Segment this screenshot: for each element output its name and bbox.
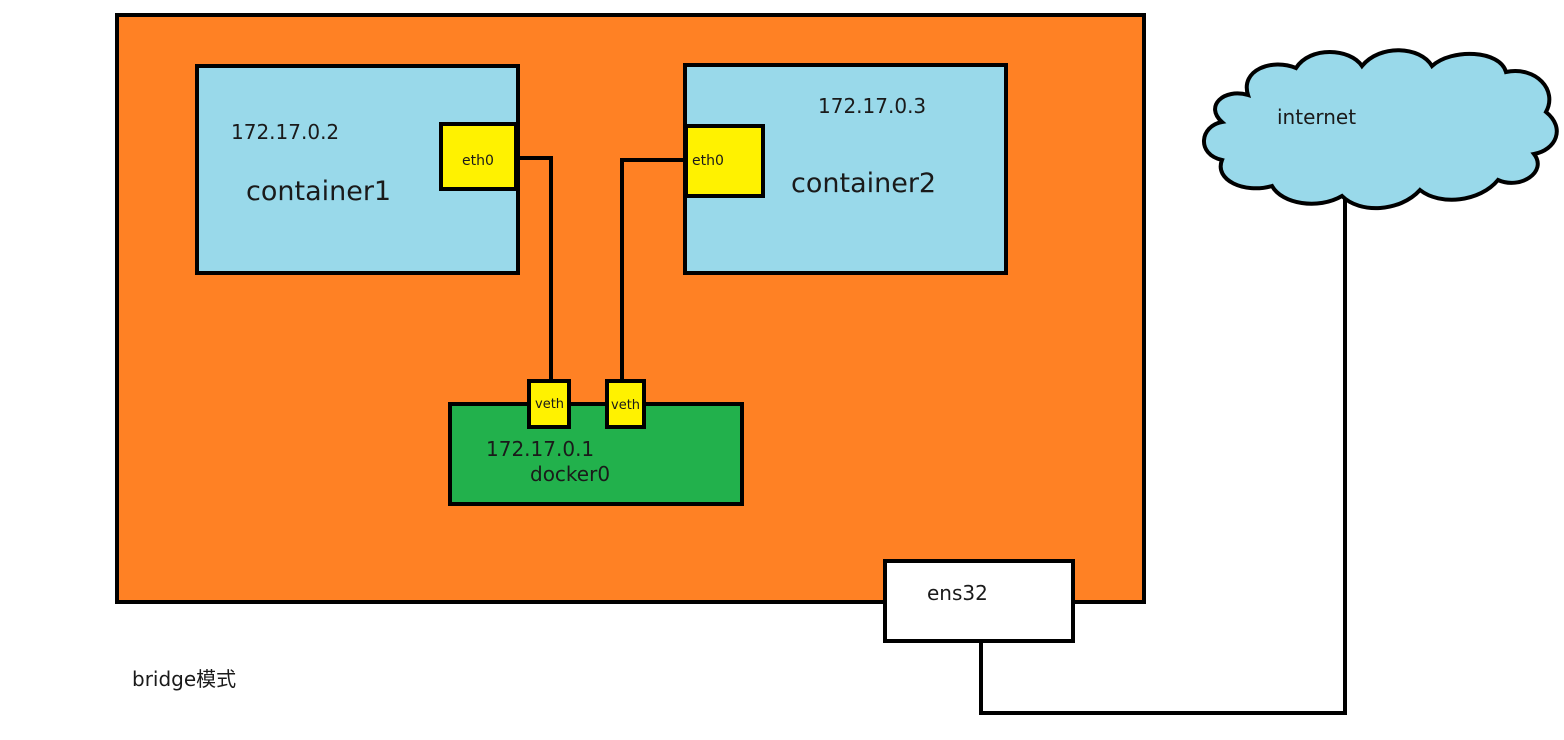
veth-right xyxy=(605,379,646,429)
wire-container1-veth xyxy=(516,156,553,381)
docker0-box xyxy=(448,402,744,506)
container2-eth0 xyxy=(684,124,765,198)
veth-left xyxy=(527,379,571,429)
docker0-ip: 172.17.0.1 xyxy=(486,437,594,461)
ens32-label: ens32 xyxy=(927,581,988,605)
cloud-label: internet xyxy=(1277,105,1356,129)
caption: bridge模式 xyxy=(132,667,236,691)
cloud-icon xyxy=(1202,48,1559,210)
container2-eth0-label: eth0 xyxy=(692,153,724,169)
container1-ip: 172.17.0.2 xyxy=(231,120,339,144)
veth-left-label: veth xyxy=(535,397,564,412)
docker0-name: docker0 xyxy=(530,462,610,486)
container2-ip: 172.17.0.3 xyxy=(818,94,926,118)
container1-eth0 xyxy=(439,122,518,191)
wire-container2-veth xyxy=(620,158,686,381)
container1-eth0-label: eth0 xyxy=(462,153,494,169)
wire-ens32-internet xyxy=(979,198,1347,715)
container2-name: container2 xyxy=(791,168,936,199)
container1-name: container1 xyxy=(246,176,391,207)
veth-right-label: veth xyxy=(611,398,640,413)
